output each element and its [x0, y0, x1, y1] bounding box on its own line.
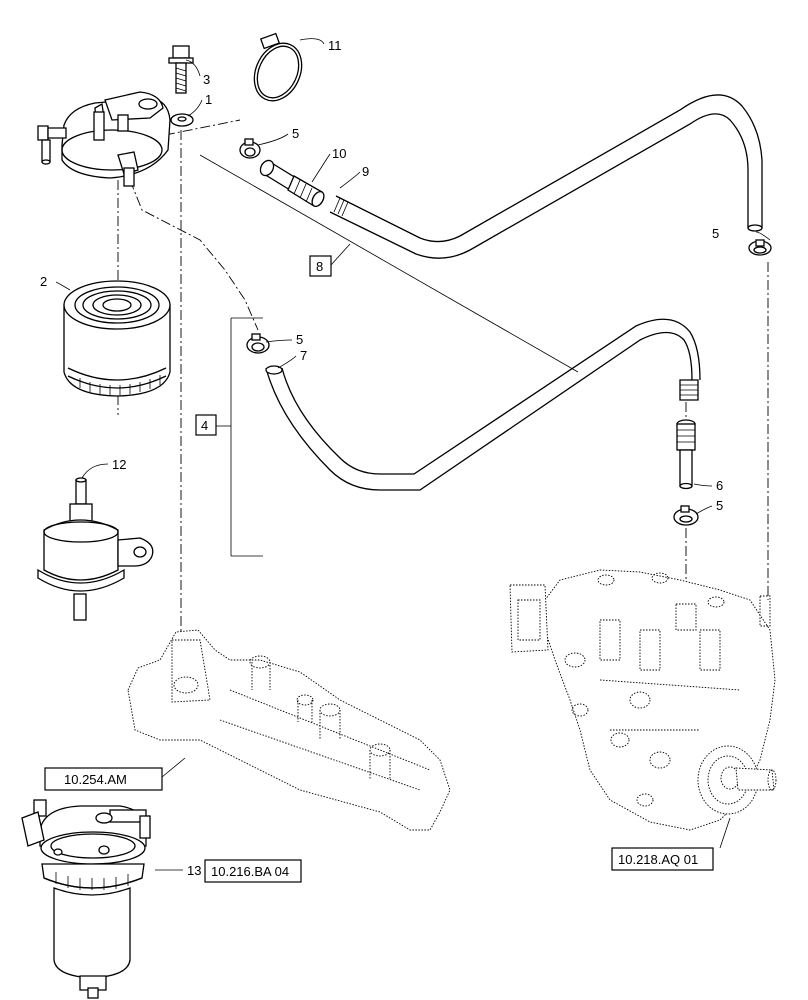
callout-4-box	[195, 414, 217, 436]
filter-ref-box[interactable]	[204, 859, 302, 883]
callout-12: 12	[112, 457, 126, 472]
callout-labels: 11 3 1 5 10 9 5 2 5 7 12 6 5 13	[40, 38, 723, 878]
electric-fuel-pump	[37, 477, 154, 621]
callout-5-middle: 5	[296, 332, 303, 347]
leader-lines	[55, 38, 771, 871]
callout-3: 3	[203, 72, 210, 87]
intake-manifold-reference	[127, 629, 451, 831]
callout-2: 2	[40, 274, 47, 289]
callout-6: 6	[716, 478, 723, 493]
hose-fitting-10	[259, 159, 325, 208]
hose-group-leader	[199, 154, 579, 373]
hose-fitting-6	[676, 419, 696, 490]
bracket-group-4	[216, 317, 263, 557]
callout-1: 1	[205, 92, 212, 107]
fuel-hose-9	[329, 94, 763, 259]
callout-5-right: 5	[712, 226, 719, 241]
hose-clamp-small-1	[239, 138, 261, 159]
callout-11: 11	[328, 38, 342, 53]
filter-element	[63, 280, 171, 397]
hose-clamp-small-3	[246, 333, 270, 354]
fuel-filter-assembly	[21, 799, 151, 999]
hose-clamp-small-4	[673, 505, 699, 526]
filter-ref-link[interactable]: 10.216.BA 04	[211, 864, 289, 879]
callout-8: 8	[316, 259, 323, 274]
callout-8-box	[309, 255, 332, 277]
callout-5-upper: 5	[292, 126, 299, 141]
fuel-hose-7	[265, 318, 701, 491]
callout-4: 4	[201, 418, 208, 433]
injection-pump-reference	[509, 569, 777, 831]
boxed-labels: 8 4 10.254.AM 10.216.BA 04 10.218.AQ 01	[44, 255, 714, 883]
center-lines	[117, 119, 769, 715]
callout-13: 13	[187, 863, 201, 878]
manifold-ref-box[interactable]	[44, 767, 163, 791]
washer	[170, 113, 194, 127]
callout-5-lower: 5	[716, 498, 723, 513]
bolt	[168, 45, 194, 94]
callout-10: 10	[332, 146, 346, 161]
manifold-ref-link[interactable]: 10.254.AM	[64, 772, 127, 787]
pump-ref-link[interactable]: 10.218.AQ 01	[618, 852, 698, 867]
callout-7: 7	[300, 348, 307, 363]
hose-clamp-large	[253, 32, 303, 102]
callout-9: 9	[362, 164, 369, 179]
hose-clamp-small-2	[748, 239, 772, 256]
pump-ref-box[interactable]	[611, 847, 714, 871]
filter-head	[37, 91, 171, 187]
